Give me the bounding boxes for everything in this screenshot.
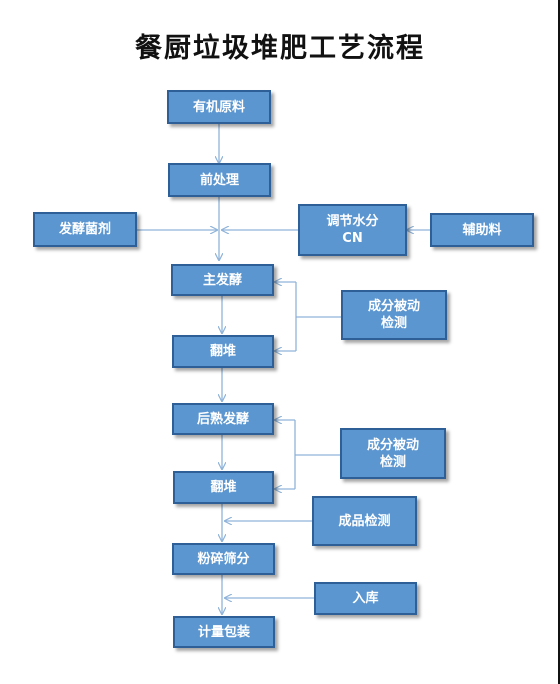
node-pretreatment: 前处理 — [168, 163, 271, 197]
node-label: 主发酵 — [202, 272, 242, 288]
node-main-fermentation: 主发酵 — [171, 264, 274, 296]
node-label: 粉碎筛分 — [197, 551, 250, 567]
node-crush-screen: 粉碎筛分 — [172, 543, 275, 575]
node-adjust-moisture-cn: 调节水分 CN — [298, 204, 407, 256]
node-label: 前处理 — [199, 172, 239, 188]
node-label: 计量包装 — [197, 624, 250, 640]
node-label: 辅助料 — [462, 222, 502, 238]
node-post-fermentation: 后熟发酵 — [172, 403, 274, 435]
loop-detect2 — [294, 420, 340, 489]
node-label-line2: CN — [342, 231, 363, 246]
node-label: 入库 — [352, 591, 379, 606]
node-label: 翻堆 — [209, 344, 236, 359]
node-label-line2: 检测 — [379, 454, 406, 470]
page-title: 餐厨垃圾堆肥工艺流程 — [135, 33, 425, 64]
node-detection-2: 成分被动 检测 — [340, 428, 446, 479]
node-label: 成品检测 — [338, 513, 391, 529]
node-turning-1: 翻堆 — [172, 335, 274, 368]
node-product-inspection: 成品检测 — [312, 496, 417, 546]
node-raw-material: 有机原料 — [167, 90, 271, 124]
node-label: 发酵菌剂 — [58, 222, 111, 237]
node-label: 翻堆 — [210, 480, 237, 495]
node-auxiliary-material: 辅助料 — [430, 213, 534, 247]
node-label: 有机原料 — [192, 99, 245, 115]
node-label-line1: 成分被动 — [367, 299, 420, 314]
node-turning-2: 翻堆 — [173, 471, 274, 504]
node-detection-1: 成分被动 检测 — [341, 290, 447, 340]
node-label-line1: 成分被动 — [366, 437, 419, 453]
node-label-line2: 检测 — [380, 316, 407, 331]
node-storage: 入库 — [314, 582, 417, 615]
node-metering-packaging: 计量包装 — [173, 616, 275, 648]
node-label: 后熟发酵 — [196, 411, 249, 427]
right-border-line — [558, 0, 560, 684]
node-inoculant: 发酵菌剂 — [33, 212, 137, 247]
loop-detect1 — [295, 282, 341, 351]
node-label-line1: 调节水分 — [326, 214, 379, 229]
